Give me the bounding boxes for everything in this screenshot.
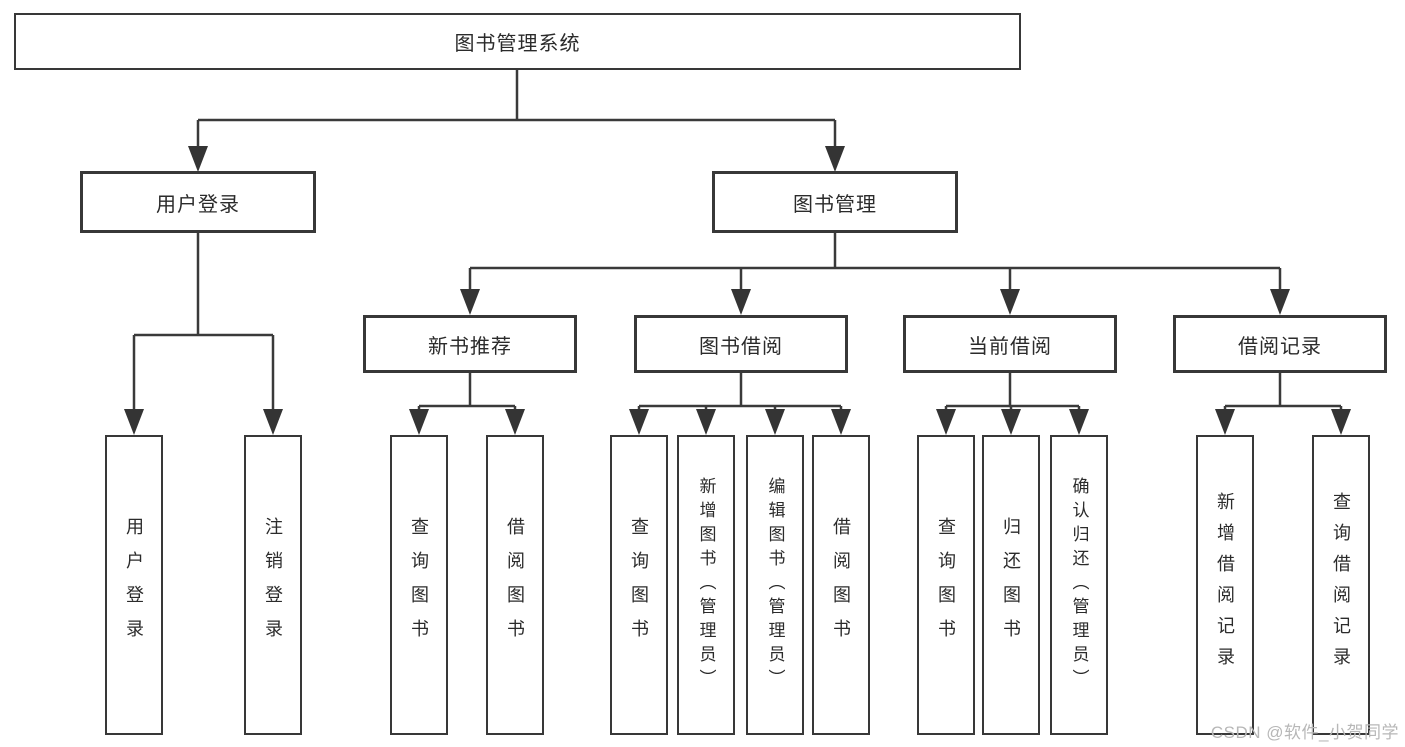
arrow-down-icon	[765, 409, 785, 435]
connector-user-login-to-leaves	[124, 233, 283, 435]
leaf-add-borrow-record: 新增借阅记录	[1196, 435, 1254, 735]
node-label: 用户登录	[124, 517, 144, 653]
node-user-login: 用户登录	[80, 171, 316, 233]
arrow-down-icon	[1001, 409, 1021, 435]
node-label: 新增图书（管理员）	[696, 477, 716, 693]
node-label: 借阅记录	[1238, 335, 1322, 358]
arrow-down-icon	[936, 409, 956, 435]
arrow-down-icon	[1215, 409, 1235, 435]
csdn-watermark: CSDN @软件_小贺同学	[1210, 723, 1399, 742]
arrow-down-icon	[831, 409, 851, 435]
node-current-borrow: 当前借阅	[903, 315, 1117, 373]
node-label: 当前借阅	[968, 335, 1052, 358]
node-label: 注销登录	[263, 517, 283, 653]
arrow-down-icon	[1000, 289, 1020, 315]
connector-borrow-records-to-leaves	[1215, 373, 1351, 435]
leaf-borrow-books-1: 借阅图书	[486, 435, 544, 735]
node-label: 用户登录	[156, 193, 240, 216]
node-label: 查询图书	[409, 517, 429, 653]
node-label: 图书管理系统	[454, 33, 581, 55]
node-label: 图书借阅	[699, 335, 783, 358]
leaf-borrow-books-2: 借阅图书	[812, 435, 870, 735]
arrow-down-icon	[731, 289, 751, 315]
node-borrow-records: 借阅记录	[1173, 315, 1387, 373]
node-label: 借阅图书	[505, 517, 525, 653]
node-new-book-recommend: 新书推荐	[363, 315, 577, 373]
arrow-down-icon	[1069, 409, 1089, 435]
node-label: 查询借阅记录	[1331, 492, 1351, 678]
node-label: 借阅图书	[831, 517, 851, 653]
node-book-borrow: 图书借阅	[634, 315, 848, 373]
leaf-confirm-return-admin: 确认归还（管理员）	[1050, 435, 1108, 735]
arrow-down-icon	[1270, 289, 1290, 315]
leaf-return-books: 归还图书	[982, 435, 1040, 735]
arrow-down-icon	[505, 409, 525, 435]
arrow-down-icon	[825, 146, 845, 172]
connector-book-management-to-level3	[460, 233, 1290, 315]
node-label: 归还图书	[1001, 517, 1021, 653]
connector-current-borrow-to-leaves	[936, 373, 1089, 435]
leaf-logout: 注销登录	[244, 435, 302, 735]
arrow-down-icon	[124, 409, 144, 435]
connector-book-borrow-to-leaves	[629, 373, 851, 435]
node-root-book-management-system: 图书管理系统	[14, 13, 1021, 70]
node-label: 新书推荐	[428, 335, 512, 358]
arrow-down-icon	[188, 146, 208, 172]
leaf-user-login: 用户登录	[105, 435, 163, 735]
leaf-query-books-1: 查询图书	[390, 435, 448, 735]
leaf-query-books-3: 查询图书	[917, 435, 975, 735]
arrow-down-icon	[1331, 409, 1351, 435]
node-label: 编辑图书（管理员）	[765, 477, 785, 693]
node-label: 确认归还（管理员）	[1069, 477, 1089, 693]
leaf-query-books-2: 查询图书	[610, 435, 668, 735]
node-label: 图书管理	[793, 193, 877, 216]
leaf-edit-books-admin: 编辑图书（管理员）	[746, 435, 804, 735]
leaf-query-borrow-record: 查询借阅记录	[1312, 435, 1370, 735]
arrow-down-icon	[409, 409, 429, 435]
node-label: 查询图书	[936, 517, 956, 653]
arrow-down-icon	[460, 289, 480, 315]
node-label: 新增借阅记录	[1215, 492, 1235, 678]
arrow-down-icon	[696, 409, 716, 435]
node-label: 查询图书	[629, 517, 649, 653]
connector-root-to-level2	[188, 70, 845, 172]
leaf-add-books-admin: 新增图书（管理员）	[677, 435, 735, 735]
node-book-management: 图书管理	[712, 171, 958, 233]
arrow-down-icon	[263, 409, 283, 435]
arrow-down-icon	[629, 409, 649, 435]
connector-new-book-recommend-to-leaves	[409, 373, 525, 435]
